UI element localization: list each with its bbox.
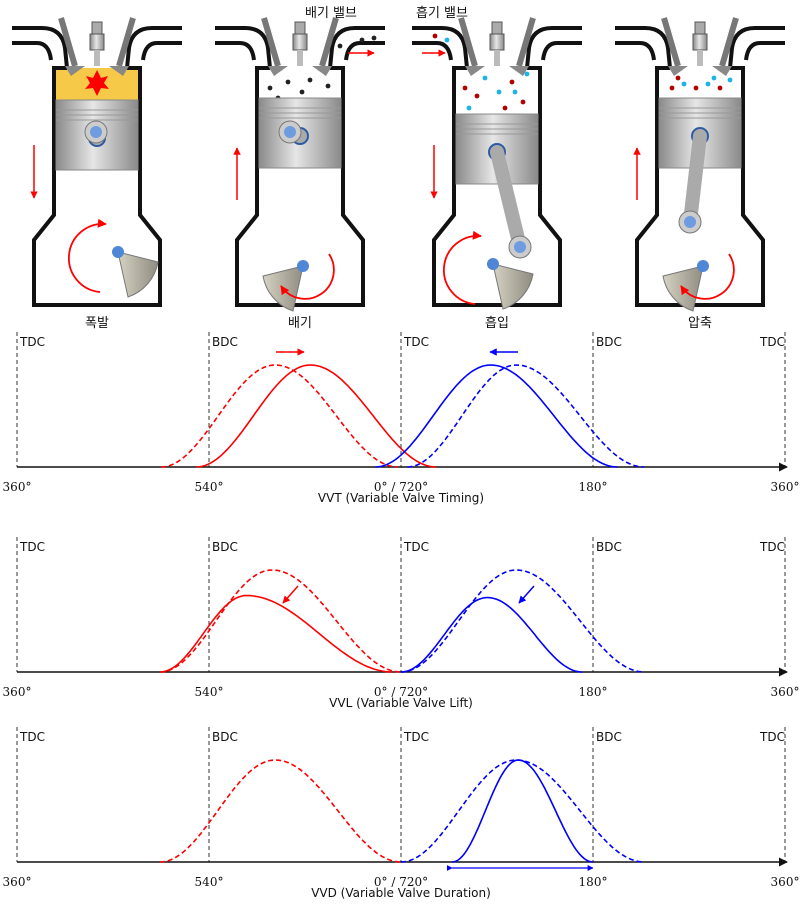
marker-label-tdc: TDC	[759, 335, 785, 349]
stroke-label: 배기	[288, 316, 312, 331]
plot-vvt: TDC BDC TDC BDC TDC 360° 540° 0° / 720° 180° 360°…	[3, 332, 800, 505]
marker-label-tdc: TDC	[403, 335, 429, 349]
cylinder	[235, 66, 365, 307]
rotation-arrow-icon	[67, 218, 107, 293]
cylinder	[32, 66, 162, 307]
marker-label-bdc: BDC	[596, 540, 622, 554]
intake-valve-curve-solid	[452, 759, 594, 863]
arrow-down-icon	[518, 585, 535, 604]
exhaust-valve-curve-solid	[159, 594, 393, 673]
engine-2: 배기	[215, 17, 385, 331]
intake-valve-curve-dashed	[400, 569, 645, 673]
arrow-down-icon	[282, 585, 299, 604]
marker-label-tdc: TDC	[759, 730, 785, 744]
exhaust-valve-label: 배기 밸브	[305, 6, 357, 21]
intake-valve-curve-dashed	[400, 759, 645, 863]
x-tick-label: 0° / 720°	[374, 480, 428, 494]
stroke-label: 폭발	[85, 316, 109, 331]
rotation-arrow-icon	[442, 230, 482, 305]
rotation-arrow-icon	[280, 253, 335, 300]
plot-vvl: TDC BDC TDC BDC TDC 360° 540° 0° / 720° 180° 360°…	[3, 537, 800, 710]
engine-4: 압축	[615, 17, 785, 331]
intake-valve-curve-solid	[375, 364, 618, 468]
plot-title: VVT (Variable Valve Timing)	[318, 491, 484, 505]
marker-label-tdc: TDC	[403, 730, 429, 744]
spark-icon	[85, 70, 109, 96]
crank-weight	[117, 251, 159, 298]
piston	[55, 99, 139, 171]
plot-title: VVL (Variable Valve Lift)	[329, 696, 473, 710]
x-tick-label: 360°	[3, 875, 32, 889]
marker-label-bdc: BDC	[596, 335, 622, 349]
marker-label-bdc: BDC	[212, 335, 238, 349]
stroke-label: 압축	[688, 316, 712, 331]
stroke-label: 흡입	[485, 316, 509, 331]
marker-label-tdc: TDC	[19, 540, 45, 554]
marker-label-tdc: TDC	[19, 335, 45, 349]
spark-plug-icon	[489, 33, 505, 51]
spark-plug-icon	[292, 33, 308, 51]
engine-3: 흡입	[412, 17, 582, 331]
intake-valve-curve-dashed	[407, 364, 645, 468]
exhaust-valve-curve-dashed	[159, 759, 402, 863]
marker-label-tdc: TDC	[759, 540, 785, 554]
plot-vvd: TDC BDC TDC BDC TDC 360° 540° 0° / 720° 180° 360°…	[3, 727, 800, 900]
x-tick-label: 0° / 720°	[374, 685, 428, 699]
plot-title: VVD (Variable Valve Duration)	[311, 886, 491, 900]
x-tick-label: 360°	[771, 480, 800, 494]
cylinder	[635, 66, 765, 307]
x-tick-label: 180°	[579, 875, 608, 889]
exhaust-valve-curve-dashed	[159, 569, 402, 673]
x-tick-label: 540°	[195, 875, 224, 889]
exhaust-valve-curve-dashed	[160, 364, 398, 468]
rotation-arrow-icon	[680, 253, 735, 300]
engine-strokes: 폭발 배기 흡입 압축	[12, 17, 785, 331]
intake-valve-curve-solid	[400, 596, 583, 673]
marker-label-tdc: TDC	[19, 730, 45, 744]
x-tick-label: 180°	[579, 480, 608, 494]
marker-label-bdc: BDC	[212, 730, 238, 744]
cylinder	[432, 66, 562, 307]
x-tick-label: 540°	[195, 480, 224, 494]
engine-1: 폭발	[12, 17, 182, 331]
marker-label-bdc: BDC	[212, 540, 238, 554]
x-tick-label: 180°	[579, 685, 608, 699]
spark-plug-icon	[89, 33, 105, 51]
spark-plug-icon	[692, 33, 708, 51]
x-tick-label: 360°	[3, 480, 32, 494]
x-tick-label: 0° / 720°	[374, 875, 428, 889]
x-tick-label: 540°	[195, 685, 224, 699]
x-tick-label: 360°	[771, 875, 800, 889]
intake-valve-label: 흡기 밸브	[416, 6, 468, 21]
x-tick-label: 360°	[771, 685, 800, 699]
marker-label-bdc: BDC	[596, 730, 622, 744]
crank-weight	[492, 263, 534, 310]
x-tick-label: 360°	[3, 685, 32, 699]
marker-label-tdc: TDC	[403, 540, 429, 554]
valve-lift-plots: TDC BDC TDC BDC TDC 360° 540° 0° / 720° 180° 360°…	[3, 332, 800, 900]
exhaust-valve-curve-solid	[196, 364, 437, 468]
